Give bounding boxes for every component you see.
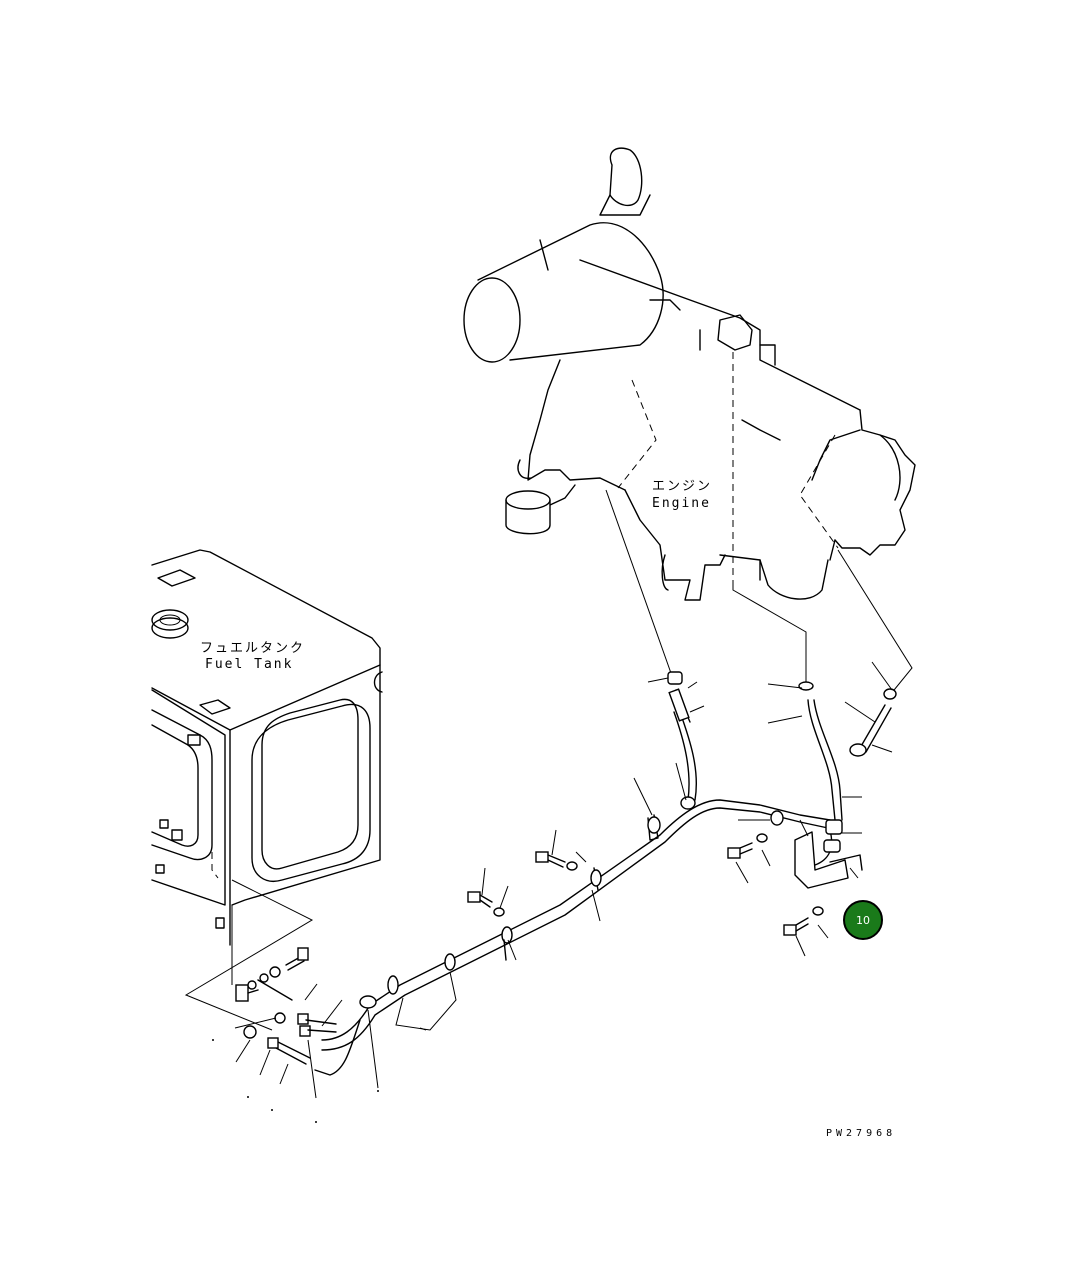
bolt bbox=[783, 906, 824, 936]
engine-outline bbox=[463, 147, 916, 601]
callout-badge-10[interactable]: 10 bbox=[843, 900, 883, 940]
callout-number: 10 bbox=[856, 914, 870, 927]
tank-label-jp: フュエルタンク bbox=[200, 641, 305, 656]
bolt bbox=[535, 851, 578, 871]
engine-label-en: Engine bbox=[652, 496, 711, 511]
leader-lines bbox=[605, 489, 913, 696]
engine-dashed-leaders bbox=[617, 352, 839, 585]
bolt bbox=[727, 833, 768, 859]
fuel-tank-outline bbox=[151, 549, 383, 946]
engine-label-jp: エンジン bbox=[652, 479, 712, 494]
marker-dots bbox=[212, 1039, 379, 1123]
bolt bbox=[467, 891, 505, 917]
detail-frame bbox=[184, 879, 314, 1031]
tank-label-en: Fuel Tank bbox=[205, 657, 293, 672]
fittings bbox=[235, 671, 897, 1065]
callout-leaders bbox=[234, 661, 893, 1099]
fuel-hose bbox=[314, 699, 843, 1076]
drawing-code: PW27968 bbox=[826, 1128, 896, 1139]
